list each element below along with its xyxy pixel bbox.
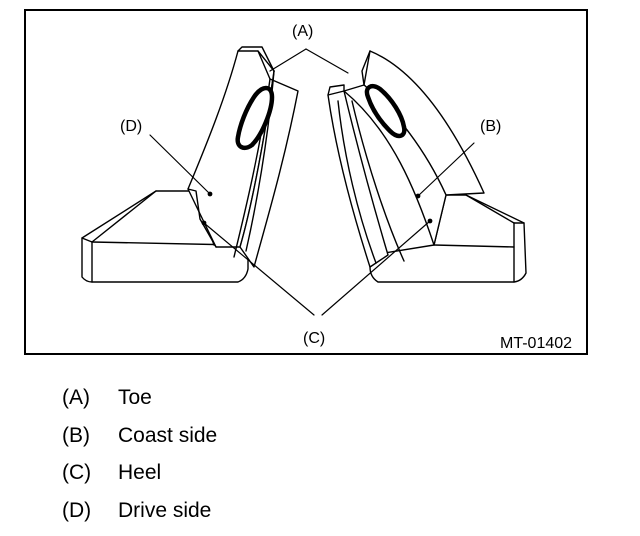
callout-b: (B) [480,118,501,135]
left-gear-tooth [81,46,299,283]
legend-item-coast-side: (B) Coast side [62,422,217,460]
leader-lines [149,48,475,316]
legend: (A) Toe (B) Coast side (C) Heel (D) Drive si… [62,384,217,534]
legend-key: (C) [62,461,92,484]
gear-tooth-contact-diagram: (A) (D) (B) (C) MT-01402 [81,23,572,352]
callout-a: (A) [292,23,313,40]
legend-item-heel: (C) Heel [62,459,217,497]
legend-text: Toe [118,386,152,409]
figure-frame: (A) (D) (B) (C) MT-01402 [24,9,588,355]
legend-text: Coast side [118,423,218,447]
leader-dots [201,191,433,226]
figure-code: MT-01402 [500,335,572,352]
legend-key: (B) [62,423,90,447]
legend-item-drive-side: (D) Drive side [62,497,217,535]
legend-text: Drive side [118,498,212,522]
legend-key: (D) [62,498,92,522]
legend-item-toe: (A) Toe [62,384,217,422]
callout-c: (C) [303,330,325,347]
callout-d: (D) [120,118,142,135]
right-gear-tooth [327,50,527,283]
legend-key: (A) [62,386,90,409]
legend-text: Heel [118,461,162,484]
